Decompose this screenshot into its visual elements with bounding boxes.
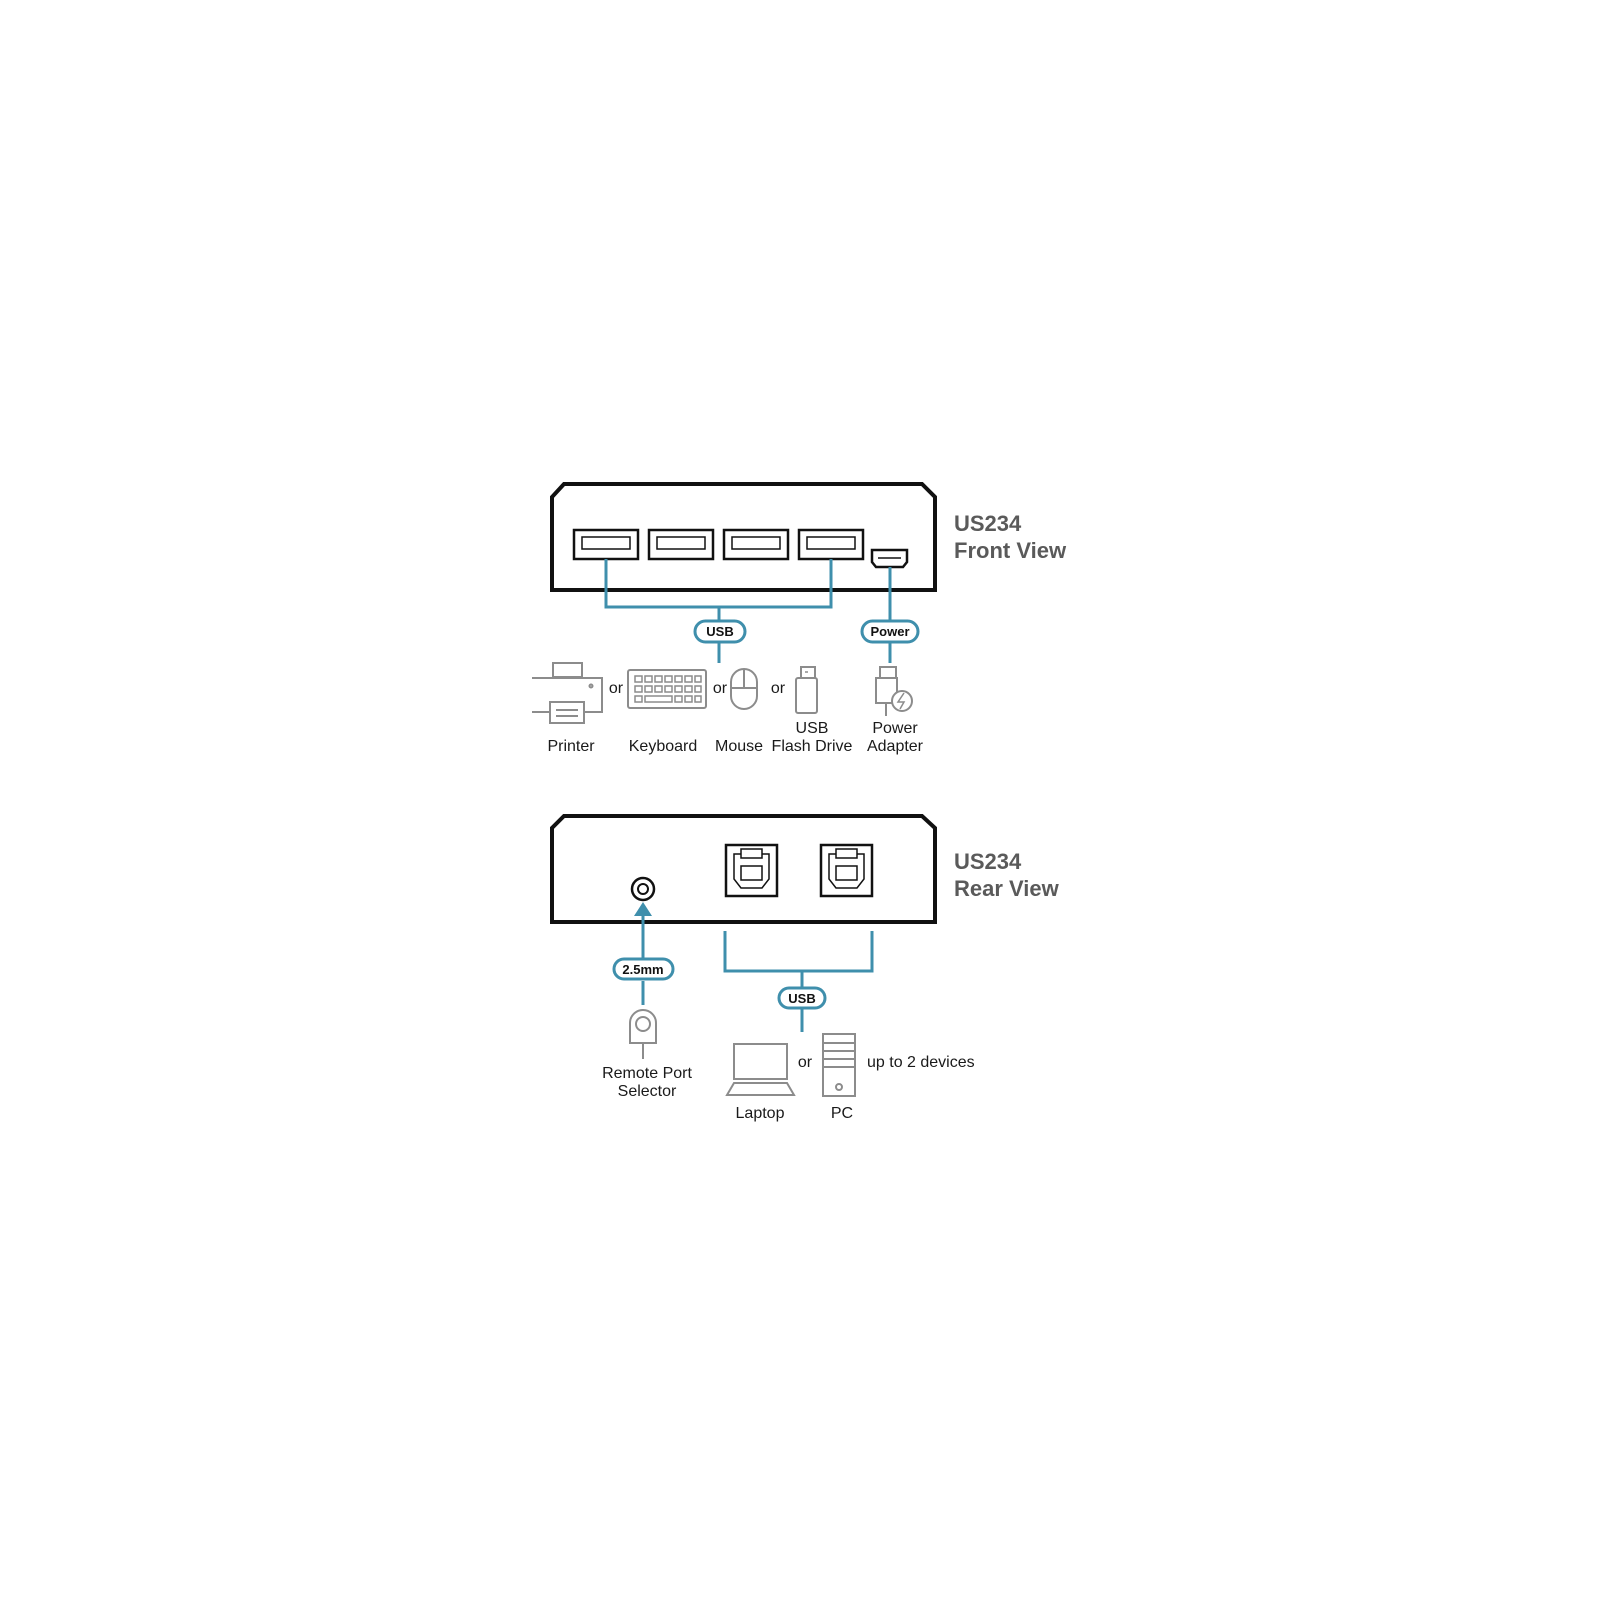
svg-text:USB: USB xyxy=(706,624,733,639)
svg-text:2.5mm: 2.5mm xyxy=(622,962,663,977)
device-limit-note: up to 2 devices xyxy=(867,1054,975,1071)
power-adapter-icon xyxy=(875,666,913,716)
usb-a-port xyxy=(797,528,865,561)
or-label: or xyxy=(798,1054,813,1071)
power-adapter-label-line1: Power xyxy=(872,720,918,737)
mouse-icon xyxy=(730,668,758,710)
or-label: or xyxy=(713,680,728,697)
svg-text:Power: Power xyxy=(870,624,909,639)
printer-icon xyxy=(532,662,603,724)
keyboard-label: Keyboard xyxy=(629,738,698,755)
rear-title-view: Rear View xyxy=(954,876,1060,901)
svg-text:USB: USB xyxy=(788,991,815,1006)
rear-title-model: US234 xyxy=(954,849,1022,874)
usb-pill: USB xyxy=(693,619,747,644)
remote-port-selector-icon xyxy=(629,1009,657,1059)
jack-size-pill: 2.5mm xyxy=(612,957,675,981)
mouse-label: Mouse xyxy=(715,738,763,755)
pc-label: PC xyxy=(831,1105,853,1122)
rear-view: 2.5mm USB Remote Port Selector or xyxy=(550,814,1060,1122)
usb-flash-drive-icon xyxy=(795,666,818,714)
pc-tower-icon xyxy=(822,1033,856,1097)
front-title-view: Front View xyxy=(954,538,1067,563)
remote-jack-port xyxy=(630,876,656,902)
rear-usb-connector-line xyxy=(723,931,874,1032)
remote-port-label-line1: Remote Port xyxy=(602,1065,692,1082)
flash-drive-label-line2: Flash Drive xyxy=(772,738,853,755)
arrow-up-icon xyxy=(634,902,652,916)
flash-drive-label-line1: USB xyxy=(796,720,829,737)
remote-port-label-line2: Selector xyxy=(618,1083,677,1100)
power-pill: Power xyxy=(860,619,920,644)
usb-b-port xyxy=(819,843,874,898)
usb-a-port xyxy=(572,528,640,561)
laptop-icon xyxy=(725,1043,796,1096)
or-label: or xyxy=(609,680,624,697)
usb-a-port xyxy=(722,528,790,561)
or-label: or xyxy=(771,680,786,697)
rear-usb-pill: USB xyxy=(777,986,827,1010)
front-view: USB Power or xyxy=(532,482,1067,755)
power-adapter-label-line2: Adapter xyxy=(867,738,924,755)
usb-b-port xyxy=(724,843,779,898)
keyboard-icon xyxy=(627,669,707,709)
usb-a-port xyxy=(647,528,715,561)
printer-label: Printer xyxy=(547,738,595,755)
front-title-model: US234 xyxy=(954,511,1022,536)
laptop-label: Laptop xyxy=(736,1105,785,1122)
